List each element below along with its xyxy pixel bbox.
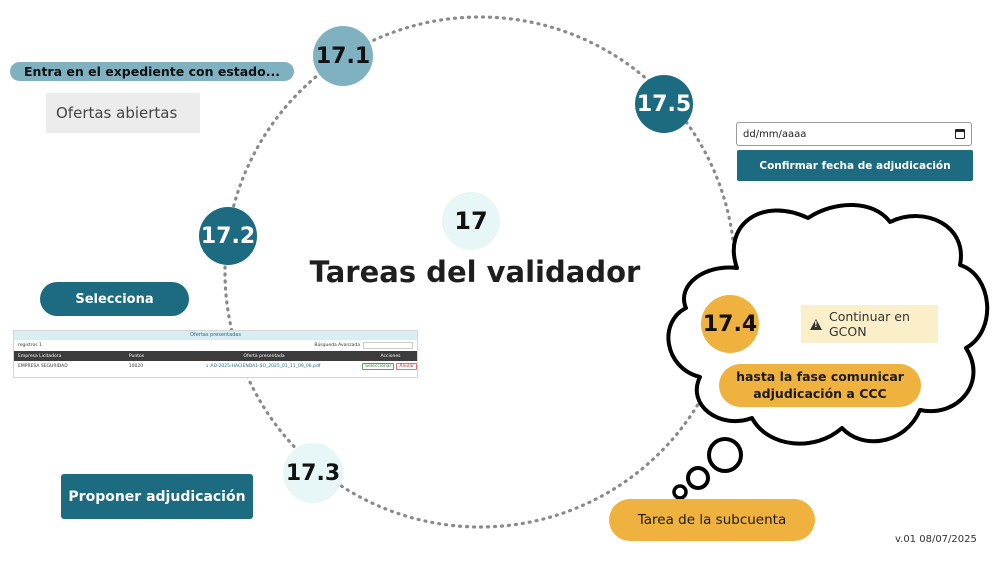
- confirm-date-button[interactable]: Confirmar fecha de adjudicación: [737, 150, 973, 181]
- col-empresa[interactable]: Empresa Licitadora: [18, 353, 62, 359]
- step-badge-17-5: 17.5: [635, 75, 693, 133]
- selecciona-button[interactable]: Selecciona: [40, 282, 189, 316]
- table-row: EMPRESA SEGURIDAD 10020 ↓ AD-2025-HACIEN…: [14, 361, 417, 372]
- col-puntos[interactable]: Puntos: [128, 353, 145, 359]
- step-17-1-label: Entra en el expediente con estado...: [10, 62, 294, 81]
- date-placeholder: dd/mm/aaaa: [743, 128, 807, 140]
- subaccount-task-label: Tarea de la subcuenta: [609, 499, 815, 541]
- search-label: Búsqueda Avanzada: [314, 343, 360, 348]
- cancel-offer-button[interactable]: Anular: [396, 363, 417, 370]
- state-field: Ofertas abiertas: [46, 93, 200, 133]
- phase-note-line2: adjudicación a CCC: [753, 385, 887, 401]
- col-oferta[interactable]: Oferta presentada: [243, 353, 285, 359]
- version-label: v.01 08/07/2025: [895, 534, 977, 545]
- cell-puntos: 10020: [128, 364, 144, 369]
- select-offer-button[interactable]: Seleccionar: [362, 363, 395, 370]
- step-badge-17-1: 17.1: [313, 26, 373, 86]
- cell-empresa: EMPRESA SEGURIDAD: [18, 364, 68, 369]
- offers-table-title: Ofertas presentadas: [14, 331, 417, 340]
- table-header: Empresa Licitadora Puntos Oferta present…: [14, 351, 417, 361]
- proponer-adjudicacion-button[interactable]: Proponer adjudicación: [61, 474, 253, 519]
- phase-note-line1: hasta la fase comunicar: [736, 368, 904, 384]
- center-badge: 17: [442, 192, 500, 250]
- calendar-icon[interactable]: [955, 129, 965, 139]
- offer-file-link[interactable]: ↓ AD-2025-HACIENDA1-SO_2025_01_11_09_06.…: [205, 364, 321, 369]
- records-count: registros 1: [18, 343, 42, 348]
- warning-icon: [810, 318, 822, 330]
- col-acciones: Acciones: [380, 353, 401, 359]
- diagram-title: Tareas del validador: [309, 255, 641, 289]
- gcon-warning-text: Continuar en GCON: [829, 309, 910, 339]
- step-badge-17-2: 17.2: [199, 207, 257, 265]
- step-badge-17-3: 17.3: [283, 443, 343, 503]
- step-badge-17-4: 17.4: [701, 295, 759, 353]
- gcon-warning: Continuar en GCON: [801, 305, 938, 343]
- thought-bubble-large: [707, 437, 743, 473]
- thought-bubble-medium: [686, 466, 710, 490]
- thought-bubble-small: [672, 484, 688, 500]
- adjudication-date-input[interactable]: dd/mm/aaaa: [736, 122, 972, 146]
- search-input[interactable]: [363, 342, 413, 349]
- offers-table: Ofertas presentadas registros 1 Búsqueda…: [13, 330, 418, 378]
- phase-note: hasta la fase comunicar adjudicación a C…: [719, 364, 921, 407]
